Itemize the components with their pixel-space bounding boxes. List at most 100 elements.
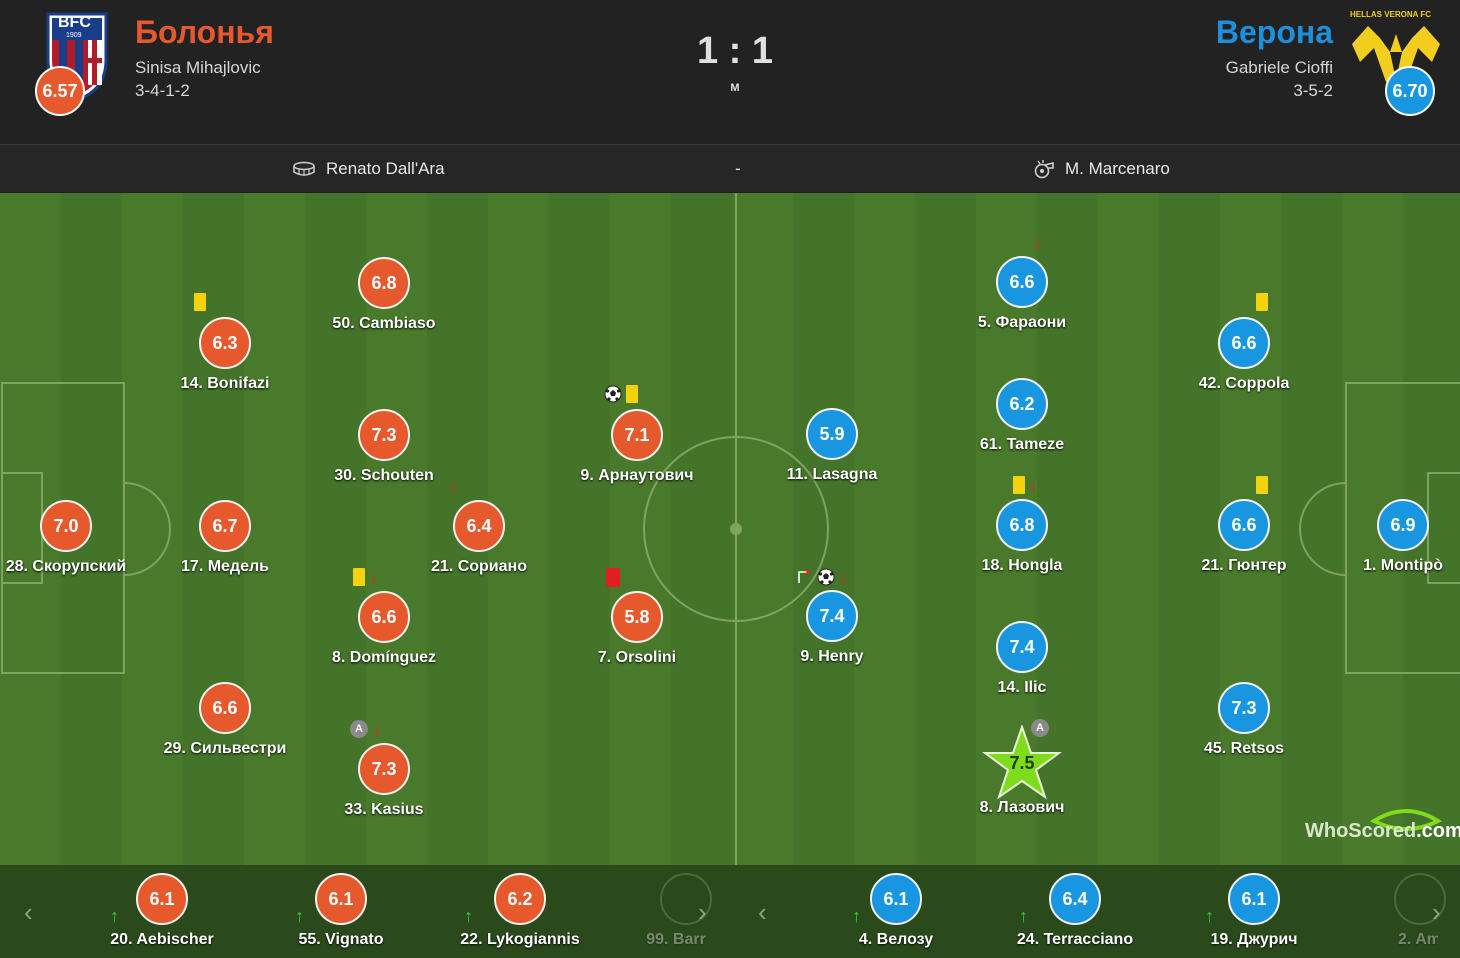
player-name: 22. Lykogiannis bbox=[460, 931, 580, 948]
player-away-11[interactable]: 6.9 1. Montipò bbox=[1313, 499, 1460, 575]
player-rating: 7.0 bbox=[40, 500, 92, 552]
player-name: 7. Orsolini bbox=[597, 649, 677, 666]
player-name: 55. Vignato bbox=[298, 931, 384, 948]
player-name: 11. Lasagna bbox=[786, 466, 878, 483]
player-rating: 6.6 bbox=[1218, 499, 1270, 551]
player-away-8[interactable]: 6.6 42. Coppola bbox=[1154, 317, 1334, 393]
yellow-card-icon bbox=[1256, 476, 1268, 494]
player-rating: 5.8 bbox=[611, 591, 663, 643]
player-events: ↓ bbox=[353, 568, 378, 586]
player-name: 1. Montipò bbox=[1363, 557, 1443, 574]
sub-off-arrow-icon: ↓ bbox=[448, 476, 457, 496]
away-formation: 3-5-2 bbox=[1293, 81, 1333, 100]
away-team-rating: 6.70 bbox=[1385, 66, 1435, 116]
player-away-1[interactable]: 5.9 11. Lasagna bbox=[742, 408, 922, 484]
verona-logo-icon[interactable] bbox=[1350, 22, 1442, 88]
sub-home-1[interactable]: 6.1 20. Aebischer bbox=[82, 873, 242, 949]
yellow-card-icon bbox=[1256, 293, 1268, 311]
player-away-3[interactable]: 6.6 5. Фараони bbox=[932, 256, 1112, 332]
player-name: 19. Джурич bbox=[1210, 931, 1298, 948]
sub-home-4[interactable]: 99. Barr bbox=[606, 873, 766, 949]
player-rating: 7.5 bbox=[1009, 753, 1035, 773]
sub-on-arrow-icon: ↑ bbox=[464, 906, 473, 926]
player-name: 9. Henry bbox=[800, 648, 864, 665]
player-home-8[interactable]: 7.3 33. Kasius bbox=[294, 743, 474, 819]
player-name: 8. Domínguez bbox=[331, 649, 436, 666]
player-away-4[interactable]: 6.2 61. Tameze bbox=[932, 378, 1112, 454]
sub-off-arrow-icon: ↓ bbox=[372, 719, 381, 739]
assist-icon bbox=[798, 569, 811, 583]
away-subs-next-icon[interactable]: › bbox=[1432, 897, 1441, 927]
player-home-6[interactable]: 7.3 30. Schouten bbox=[294, 409, 474, 485]
player-rating-placeholder bbox=[1394, 873, 1446, 925]
home-team-name[interactable]: Болонья bbox=[135, 14, 274, 50]
player-home-7[interactable]: 6.6 8. Domínguez bbox=[294, 591, 474, 667]
player-away-9[interactable]: 6.6 21. Гюнтер bbox=[1154, 499, 1334, 575]
player-rating: 6.9 bbox=[1377, 499, 1429, 551]
player-name: 17. Медель bbox=[181, 558, 269, 575]
sub-away-1[interactable]: 6.1 4. Велозу bbox=[816, 873, 976, 949]
player-home-11[interactable]: 5.8 7. Orsolini bbox=[547, 591, 727, 667]
sub-away-3[interactable]: 6.1 19. Джурич bbox=[1174, 873, 1334, 949]
player-home-9[interactable]: 6.4 21. Сориано bbox=[389, 500, 569, 576]
player-name: 14. Ilic bbox=[997, 679, 1047, 696]
player-rating: 7.4 bbox=[806, 590, 858, 642]
match-info-bar: Renato Dall'Ara - M. Marcenaro bbox=[0, 144, 1460, 192]
player-home-2[interactable]: 6.3 14. Bonifazi bbox=[135, 317, 315, 393]
player-away-10[interactable]: 7.3 45. Retsos bbox=[1154, 682, 1334, 758]
player-away-2[interactable]: 7.4 9. Henry bbox=[742, 590, 922, 666]
captain-icon: A bbox=[350, 720, 368, 738]
whistle-icon bbox=[1034, 160, 1054, 179]
substitutes-bar: ‹ 6.1 20. Aebischer ↑ 6.1 55. Vignato ↑ … bbox=[0, 865, 1460, 958]
player-name: 42. Coppola bbox=[1198, 375, 1290, 392]
player-rating: 6.8 bbox=[358, 257, 410, 309]
player-name: 30. Schouten bbox=[334, 467, 434, 484]
player-away-5[interactable]: 6.8 18. Hongla bbox=[932, 499, 1112, 575]
home-logo-year: 1909 bbox=[66, 32, 82, 39]
player-home-1[interactable]: 7.0 28. Скорупский bbox=[0, 500, 156, 576]
player-name: 20. Aebischer bbox=[110, 931, 214, 948]
sub-away-2[interactable]: 6.4 24. Terracciano bbox=[995, 873, 1155, 949]
sub-on-arrow-icon: ↑ bbox=[852, 906, 861, 926]
player-name: 9. Арнаутович bbox=[580, 467, 694, 484]
sub-home-3[interactable]: 6.2 22. Lykogiannis bbox=[440, 873, 600, 949]
player-name: 28. Скорупский bbox=[5, 558, 127, 575]
player-rating: 6.1 bbox=[1228, 873, 1280, 925]
sub-off-arrow-icon: ↓ bbox=[1029, 475, 1038, 495]
player-rating: 7.1 bbox=[611, 409, 663, 461]
match-score: 1 : 1 bbox=[696, 30, 774, 72]
player-away-6[interactable]: 7.4 14. Ilic bbox=[932, 621, 1112, 697]
player-away-7[interactable]: 7.5 8. Лазович bbox=[932, 723, 1112, 817]
player-rating: 6.2 bbox=[494, 873, 546, 925]
home-manager: Sinisa Mihajlovic bbox=[135, 58, 261, 77]
man-of-the-match-star: 7.5 bbox=[981, 723, 1063, 801]
player-home-5[interactable]: 6.8 50. Cambiaso bbox=[294, 257, 474, 333]
away-subs-prev-icon[interactable]: ‹ bbox=[758, 897, 767, 927]
player-events: ↓ bbox=[1013, 476, 1038, 494]
player-events: ↓ bbox=[797, 568, 848, 586]
player-rating: 7.3 bbox=[358, 743, 410, 795]
home-subs-prev-icon[interactable]: ‹ bbox=[24, 897, 33, 927]
player-events bbox=[1256, 293, 1268, 311]
away-manager: Gabriele Cioffi bbox=[1225, 58, 1333, 77]
player-rating: 7.3 bbox=[1218, 682, 1270, 734]
sub-away-4[interactable]: 2. Amic bbox=[1340, 873, 1460, 949]
sub-on-arrow-icon: ↑ bbox=[1019, 906, 1028, 926]
player-rating: 6.2 bbox=[996, 378, 1048, 430]
player-home-4[interactable]: 6.6 29. Сильвестри bbox=[135, 682, 315, 758]
sub-home-2[interactable]: 6.1 55. Vignato bbox=[261, 873, 421, 949]
player-events bbox=[606, 568, 620, 587]
player-rating: 7.4 bbox=[996, 621, 1048, 673]
player-rating: 6.1 bbox=[136, 873, 188, 925]
stadium-info: Renato Dall'Ara bbox=[292, 159, 445, 179]
away-team-name[interactable]: Верона bbox=[1215, 14, 1333, 50]
player-events bbox=[604, 385, 638, 403]
player-rating: 6.6 bbox=[358, 591, 410, 643]
home-subs-next-icon[interactable]: › bbox=[698, 897, 707, 927]
sub-off-arrow-icon: ↓ bbox=[839, 567, 848, 587]
player-home-10[interactable]: 7.1 9. Арнаутович bbox=[547, 409, 727, 485]
player-rating: 6.4 bbox=[453, 500, 505, 552]
player-name: 8. Лазович bbox=[979, 799, 1065, 816]
stadium-icon bbox=[293, 161, 315, 176]
player-home-3[interactable]: 6.7 17. Медель bbox=[135, 500, 315, 576]
